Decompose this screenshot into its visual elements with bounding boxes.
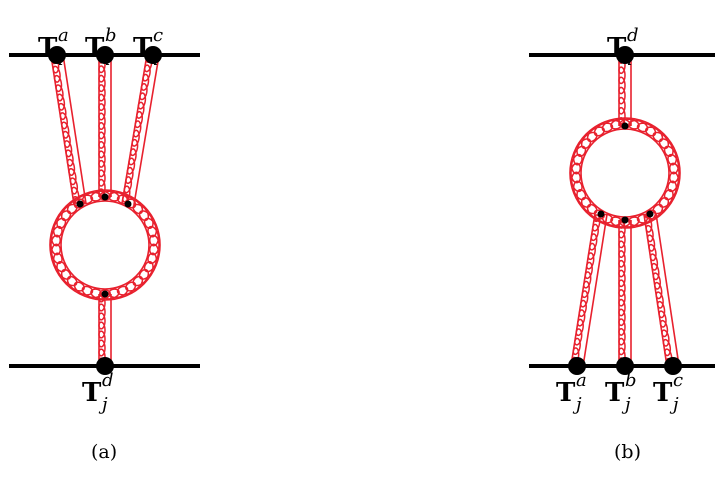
diagram-a-gluon-2 <box>98 54 106 198</box>
label-b-top-1: T d i <box>607 25 639 70</box>
diagram-b-loop <box>570 118 680 228</box>
diagram-b-vertex-top <box>616 46 634 64</box>
diagram-a-vertex-top-3 <box>144 46 162 64</box>
diagram-b-vertex-bottom-2 <box>616 357 634 375</box>
diagram-a-loop <box>50 190 160 300</box>
caption-b: (b) <box>614 441 641 463</box>
label-a-top-1: T a i <box>38 25 69 70</box>
diagram-b-loop-vertex-1 <box>621 122 629 130</box>
diagram-a-loop-outer <box>49 189 161 301</box>
diagram-b-gluon-2 <box>571 213 602 367</box>
label-a-top-3: T c i <box>133 25 164 70</box>
label-a-top-2: T b i <box>85 25 117 70</box>
diagram-a-vertex-top-2 <box>96 46 114 64</box>
diagram-b-loop-outer <box>569 117 681 229</box>
diagram-a-gluon-3 <box>122 54 154 205</box>
diagram-b-gluon-1 <box>618 54 626 127</box>
diagram-b-loop-vertex-3 <box>621 216 629 224</box>
diagram-b-loop-inner <box>580 128 670 218</box>
diagram-b-gluon-4-edge <box>655 212 680 366</box>
diagram-b-vertex-bottom-1 <box>568 357 586 375</box>
diagram-a-gluon-1-edge <box>62 53 87 204</box>
diagram-b-gluon-2-edge <box>582 214 608 368</box>
label-b-bottom-3: T c j <box>653 370 684 415</box>
diagram-b-vertex-bottom-3 <box>664 357 682 375</box>
diagram-a-loop-vertex-2 <box>101 193 109 201</box>
label-b-bottom-1: T a j <box>556 370 587 415</box>
diagram-a-gluon-4 <box>98 293 106 367</box>
label-b-bottom-2: T b j <box>605 370 637 415</box>
diagram-b-gluon-3 <box>618 219 626 367</box>
diagram-a-loop-vertex-4 <box>101 290 109 298</box>
diagram-a-vertex-bottom <box>96 357 114 375</box>
diagram-b-gluon-4 <box>643 213 674 367</box>
diagram-a-gluon-1 <box>50 54 81 205</box>
diagram-a-gluon-3-edge <box>133 55 160 206</box>
diagram-a-loop-vertex-3 <box>124 200 132 208</box>
caption-a: (a) <box>91 441 118 463</box>
diagram-b-loop-vertex-2 <box>597 210 605 218</box>
label-a-bottom-1: T d j <box>82 370 114 415</box>
diagram-a-vertex-top-1 <box>48 46 66 64</box>
diagram-a-loop-vertex-1 <box>76 200 84 208</box>
diagram-b-loop-vertex-4 <box>646 210 654 218</box>
diagram-a-loop-inner <box>60 200 150 290</box>
